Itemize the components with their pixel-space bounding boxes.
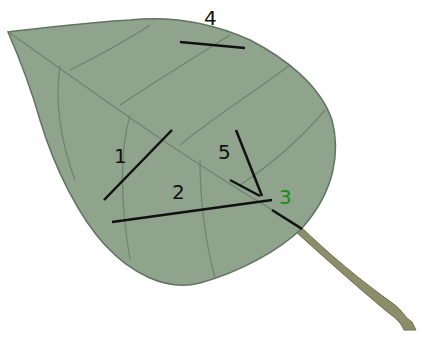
leaf-veins [10,25,325,278]
callout-number: 4 [204,8,217,28]
petiole [296,226,416,330]
measure-lines [104,42,302,229]
callout-number: 3 [279,187,292,207]
callout-number: 1 [114,146,127,166]
callout-number: 2 [172,182,185,202]
callout-number: 5 [218,142,231,162]
leaf-blade [8,19,336,285]
